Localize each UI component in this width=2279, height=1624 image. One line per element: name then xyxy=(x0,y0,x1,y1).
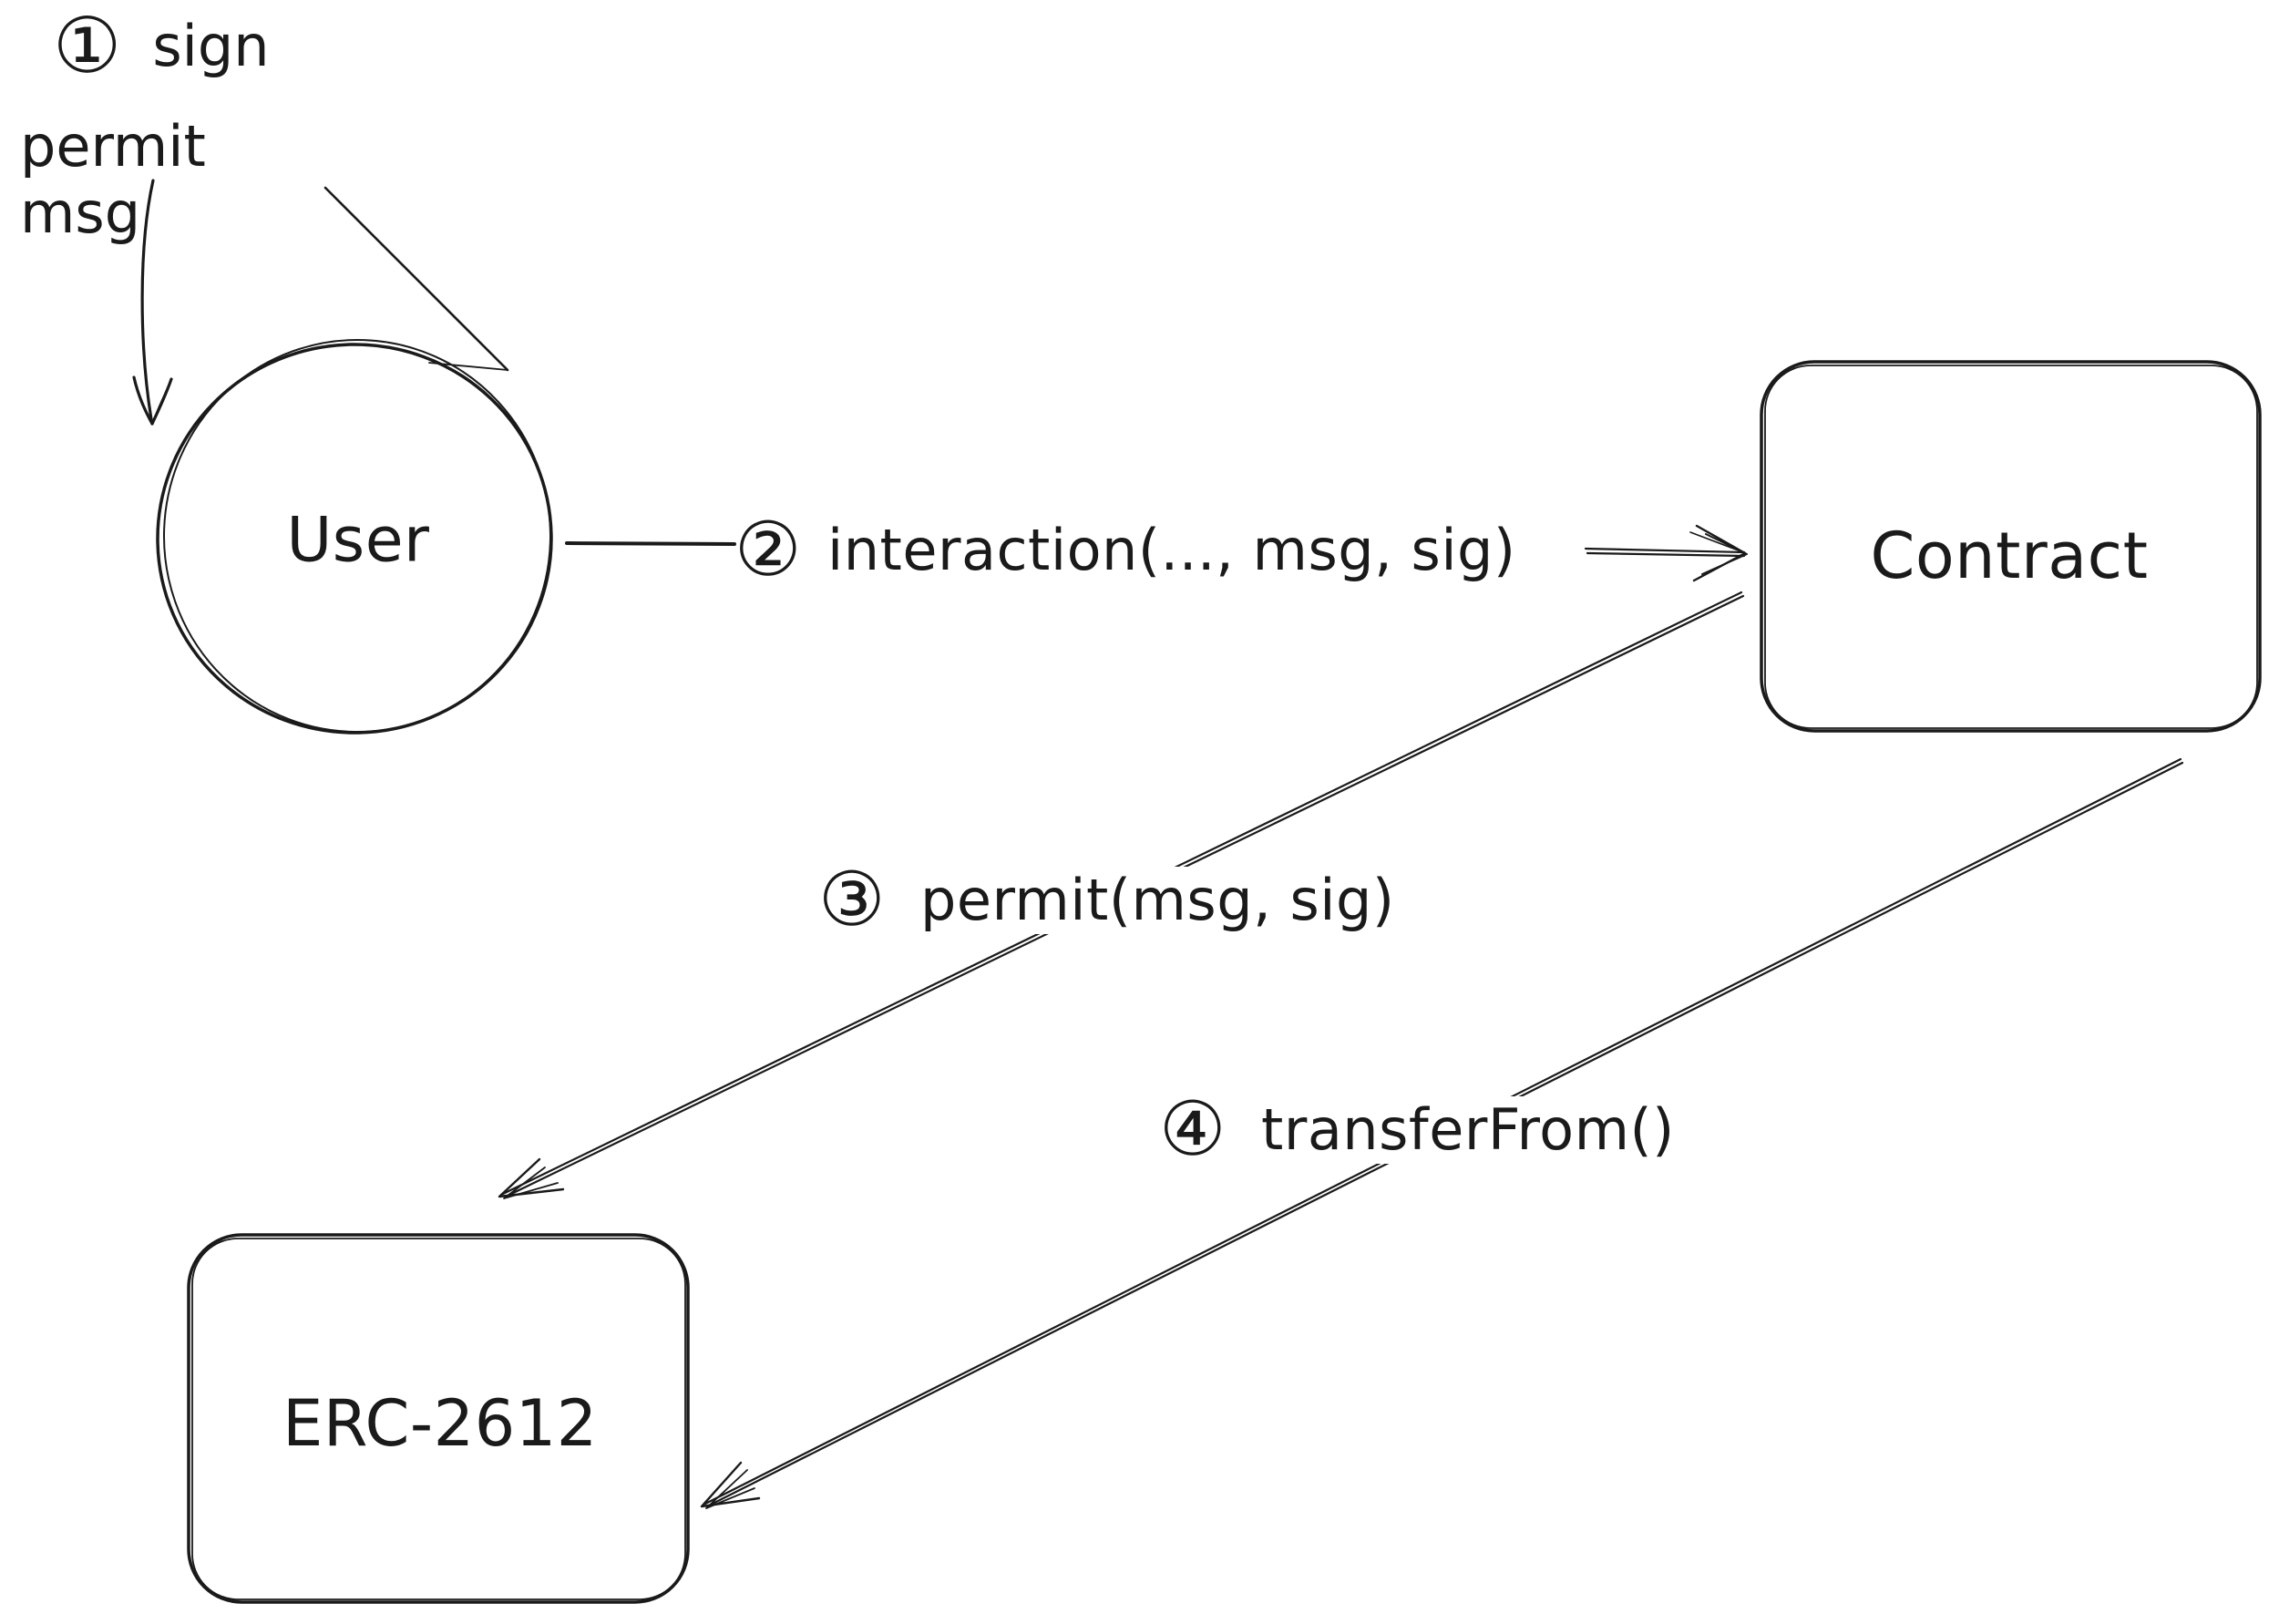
contract-node-box xyxy=(1760,360,2262,733)
step2-label-text: interaction(..., msg, sig) xyxy=(827,517,1516,583)
step2-number: ② xyxy=(734,507,803,593)
line-msg-to-user xyxy=(323,186,509,372)
erc2612-node-box xyxy=(187,1233,690,1604)
arrow-user-to-contract xyxy=(565,524,1748,582)
step4-number: ④ xyxy=(1159,1086,1227,1173)
note-line-1: ① sign xyxy=(53,7,270,84)
step1-label-line1: sign xyxy=(152,12,270,79)
erc2612-node-label: ERC-2612 xyxy=(282,1386,598,1461)
step2-interaction-label: ② interaction(..., msg, sig) xyxy=(734,513,1516,588)
contract-node-label: Contract xyxy=(1870,519,2149,593)
user-node-ellipse xyxy=(156,339,553,735)
step4-transferfrom-label: ④ transferFrom() xyxy=(1159,1093,1684,1167)
step3-permit-label: ③ permit(msg, sig) xyxy=(818,863,1404,938)
arrow-note-to-user xyxy=(132,179,173,426)
step4-label-text: transferFrom() xyxy=(1252,1096,1684,1164)
step3-number: ③ xyxy=(818,857,887,943)
step1-number: ① xyxy=(53,1,122,90)
user-node-label: User xyxy=(286,504,430,577)
step1-label-line2: permit msg xyxy=(20,113,206,246)
step3-label-text: permit(msg, sig) xyxy=(911,867,1404,934)
